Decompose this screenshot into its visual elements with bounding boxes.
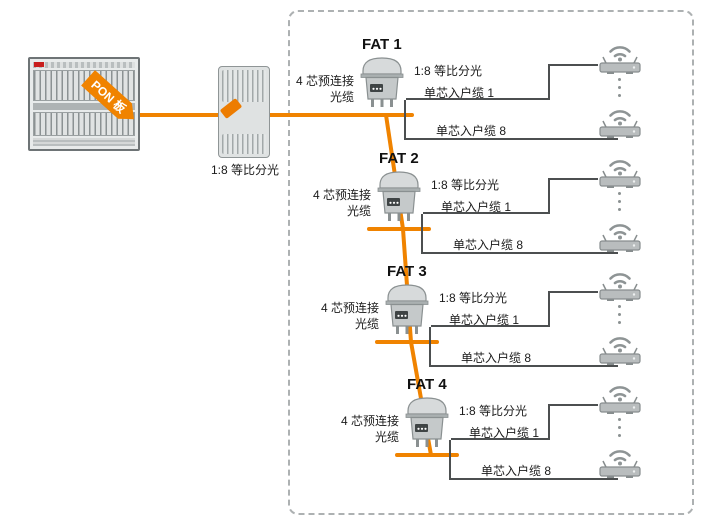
vertical-ellipsis-dots: [615, 305, 623, 324]
feeder-cable-label: 4 芯预连接光缆: [312, 188, 371, 218]
cabinet-ribs-top: [222, 70, 266, 102]
fat-title: FAT 1: [362, 36, 402, 53]
drop-line-1: [548, 64, 550, 100]
drop-line-1: [549, 291, 598, 293]
vertical-ellipsis-dots: [615, 192, 623, 211]
drop-line-1: [549, 404, 598, 406]
wifi-router-icon: [598, 110, 642, 138]
drop-line-1: [548, 291, 550, 327]
drop-cable-8-label: 单芯入户缆 8: [461, 351, 532, 365]
drop-line-1: [548, 404, 550, 440]
wifi-router-icon: [598, 450, 642, 478]
drop-line-8: [421, 214, 423, 254]
drop-cable-1-label: 单芯入户缆 1: [441, 200, 512, 214]
drop-cable-1-label: 单芯入户缆 1: [424, 86, 495, 100]
olt-mid-band: [33, 103, 135, 110]
drop-line-1: [549, 178, 598, 180]
fat-terminal-icon: [405, 397, 449, 448]
drop-line-1: [548, 178, 550, 214]
drop-line-8: [421, 252, 618, 254]
cabinet-ribs-bottom: [222, 134, 266, 154]
drop-cable-1-label: 单芯入户缆 1: [449, 313, 520, 327]
drop-line-8: [449, 440, 451, 480]
vertical-ellipsis-dots: [615, 78, 623, 97]
olt-brand-logo: [34, 62, 44, 67]
drop-line-8: [429, 365, 618, 367]
drop-line-1: [549, 64, 598, 66]
drop-line-1: [451, 438, 548, 440]
drop-line-8: [404, 138, 618, 140]
fat-title: FAT 2: [379, 150, 419, 167]
drop-line-8: [449, 478, 618, 480]
wifi-router-icon: [598, 46, 642, 74]
fat-terminal-icon: [385, 284, 429, 335]
vertical-ellipsis-dots: [615, 418, 623, 437]
fat-split-label: 1:8 等比分光: [439, 291, 508, 305]
splitter-label: 1:8 等比分光: [210, 163, 280, 177]
drop-line-1: [423, 212, 548, 214]
wifi-router-icon: [598, 386, 642, 414]
fat-title: FAT 4: [407, 376, 447, 393]
wifi-router-icon: [598, 160, 642, 188]
splitter-cabinet-icon: [218, 66, 270, 158]
fat-terminal-icon: [377, 171, 421, 222]
wifi-router-icon: [598, 337, 642, 365]
drop-line-1: [406, 98, 548, 100]
drop-line-8: [429, 327, 431, 367]
wifi-router-icon: [598, 224, 642, 252]
drop-cable-8-label: 单芯入户缆 8: [481, 464, 552, 478]
fat-split-label: 1:8 等比分光: [431, 178, 500, 192]
feeder-cable-label: 4 芯预连接光缆: [320, 301, 379, 331]
olt-base-vent: [33, 138, 135, 146]
feeder-cable-label: 4 芯预连接光缆: [340, 414, 399, 444]
fat-terminal-icon: [360, 57, 404, 108]
fat-split-label: 1:8 等比分光: [459, 404, 528, 418]
drop-line-1: [431, 325, 548, 327]
drop-cable-1-label: 单芯入户缆 1: [469, 426, 540, 440]
wifi-router-icon: [598, 273, 642, 301]
fat-title: FAT 3: [387, 263, 427, 280]
feeder-cable-label: 4 芯预连接光缆: [295, 74, 354, 104]
olt-vent: [33, 62, 135, 68]
drop-cable-8-label: 单芯入户缆 8: [436, 124, 507, 138]
fat-split-label: 1:8 等比分光: [414, 64, 483, 78]
drop-line-8: [404, 100, 406, 140]
drop-cable-8-label: 单芯入户缆 8: [453, 238, 524, 252]
